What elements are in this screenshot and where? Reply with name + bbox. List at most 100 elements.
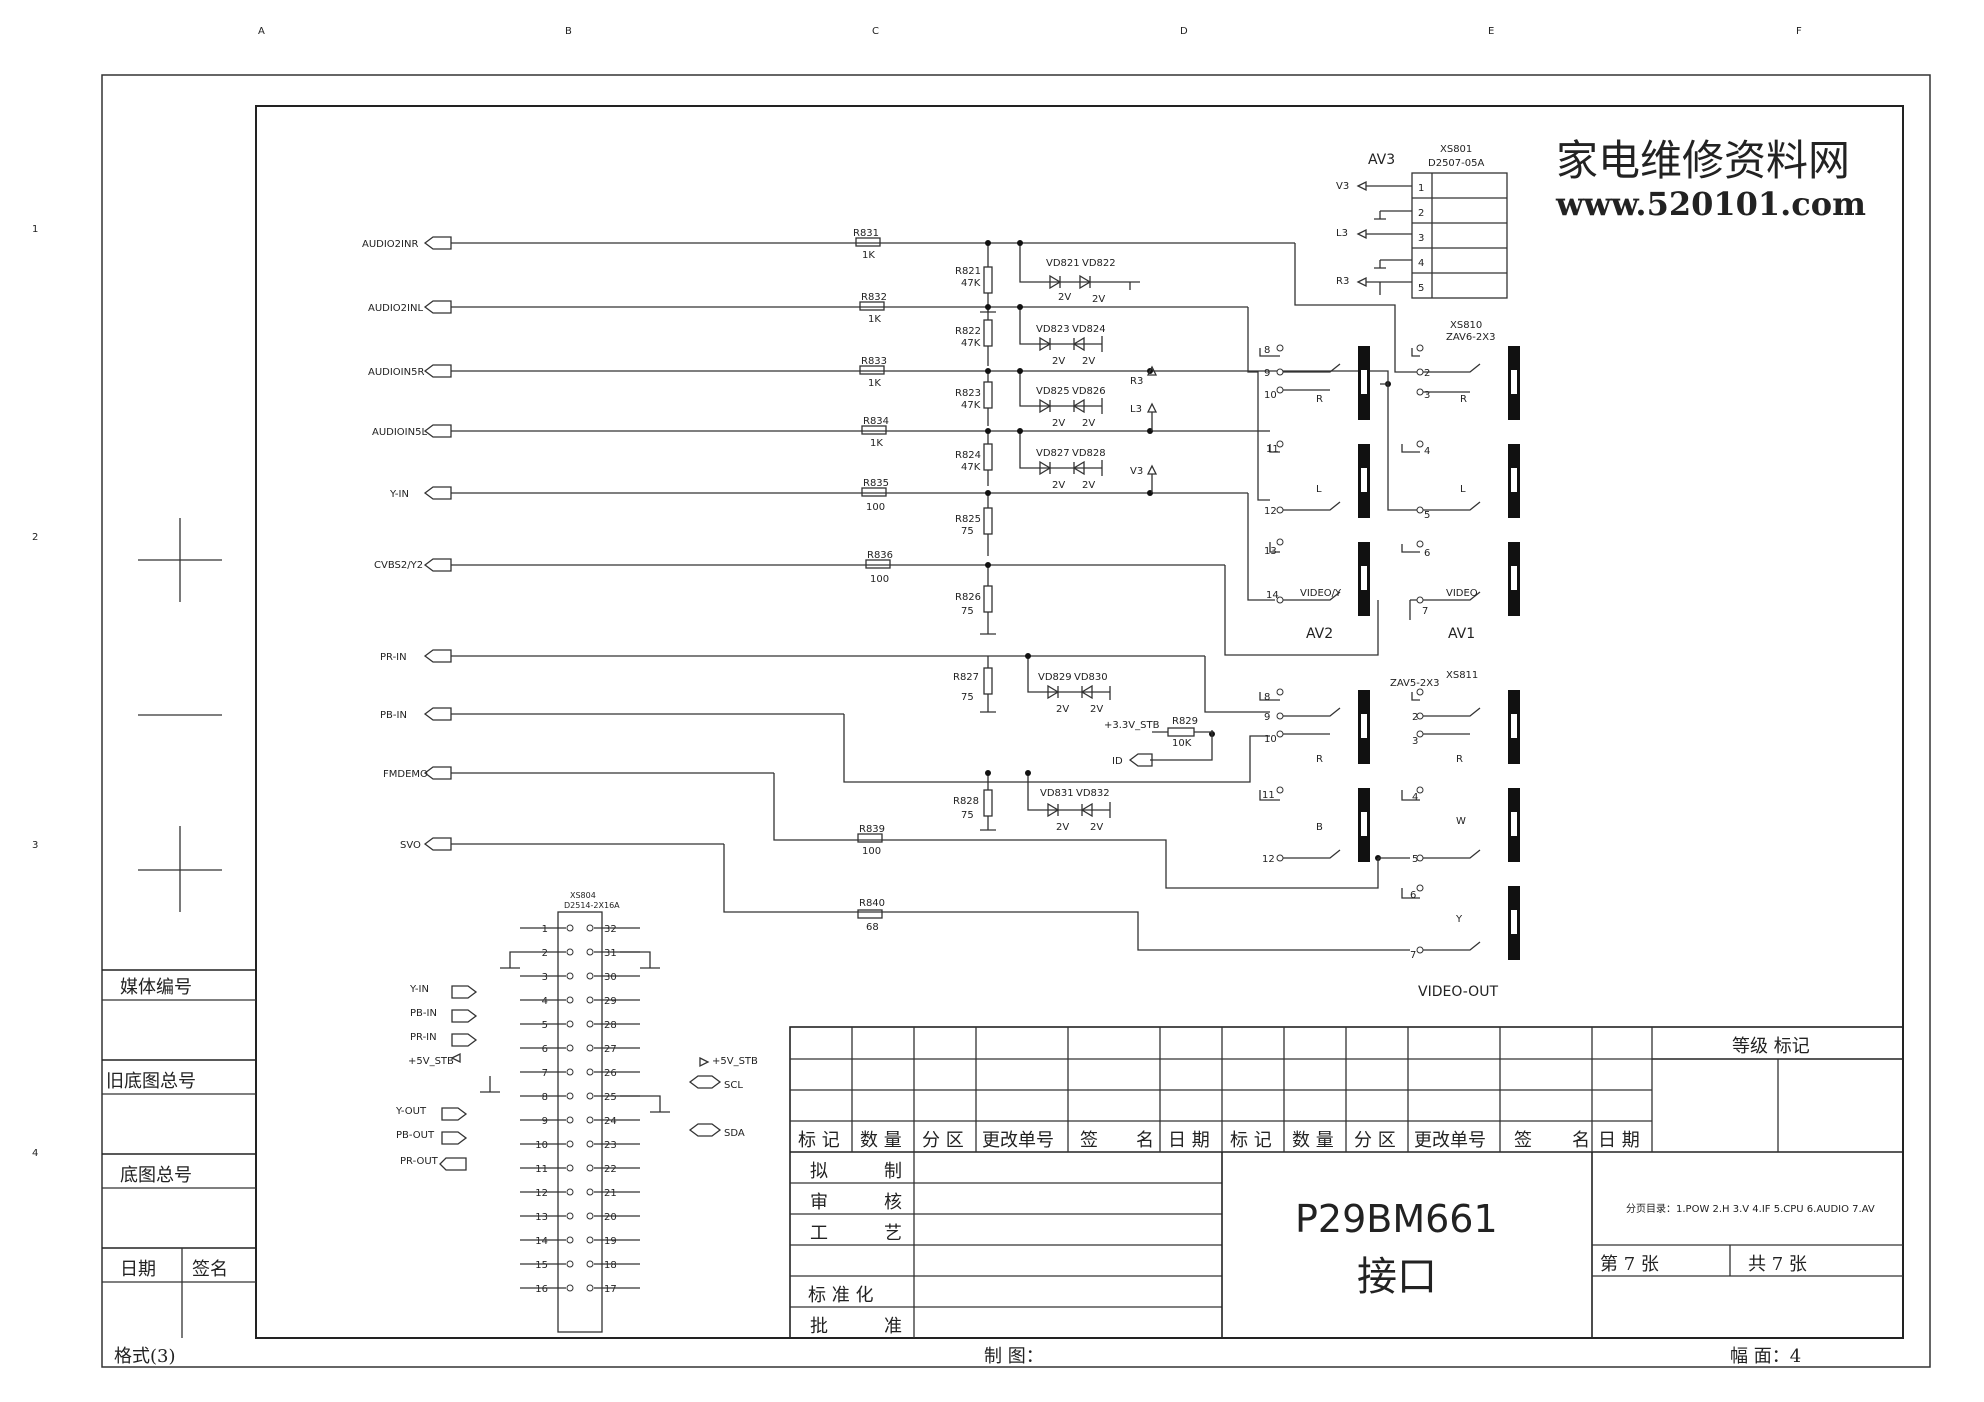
xs804-pin: [586, 1068, 594, 1076]
component-out-right: ZAV5-2X3 XS811 2 3 R 4 5 W 6 7 Y VIDEO-O…: [1390, 670, 1520, 1000]
svg-text:2V: 2V: [1082, 356, 1095, 367]
inner-border: [255, 105, 1904, 1339]
format-label: 格式(3): [114, 1346, 176, 1367]
svg-text:CVBS2/Y2: CVBS2/Y2: [374, 560, 423, 571]
svg-text:R: R: [1316, 754, 1323, 765]
routing-wires: [723, 243, 1420, 951]
svg-text:数 量: 数 量: [1292, 1130, 1334, 1151]
xs804-pin: [566, 1116, 574, 1124]
xs804-pin: [566, 924, 574, 932]
svg-text:7: 7: [542, 1068, 548, 1079]
svg-text:PR-OUT: PR-OUT: [400, 1156, 439, 1167]
svg-text:68: 68: [866, 922, 879, 933]
r835: R835: [863, 478, 889, 489]
svg-text:25: 25: [604, 1092, 617, 1103]
svg-text:9: 9: [1264, 368, 1270, 379]
svg-text:14: 14: [1266, 590, 1279, 601]
svg-text:20: 20: [604, 1212, 617, 1223]
xs804-pin: [586, 1044, 594, 1052]
total-sheets: 共 7 张: [1748, 1254, 1807, 1275]
port-audio2inr: AUDIO2INR: [362, 236, 1295, 250]
xs804-pin: [586, 1260, 594, 1268]
svg-text:3: 3: [1412, 736, 1418, 747]
xs804-pin: [566, 1284, 574, 1292]
svg-text:R3: R3: [1336, 276, 1349, 287]
svg-text:9: 9: [542, 1116, 548, 1127]
xs804-pin: [566, 1044, 574, 1052]
svg-text:22: 22: [604, 1164, 617, 1175]
svg-text:SVO: SVO: [400, 840, 421, 851]
svg-text:1K: 1K: [870, 438, 883, 449]
svg-text:2V: 2V: [1090, 704, 1103, 715]
xs804-pin: [586, 1140, 594, 1148]
svg-text:VIDEO: VIDEO: [1446, 588, 1478, 599]
svg-text:批: 批: [810, 1316, 828, 1337]
left-strip: 媒体编号 旧底图总号 底图总号 日期 签名 格式(3): [102, 518, 256, 1367]
r828: R828: [953, 796, 979, 807]
svg-text:AUDIOIN5L: AUDIOIN5L: [372, 427, 427, 438]
col-letter: C: [872, 26, 879, 37]
svg-text:更改单号: 更改单号: [1414, 1130, 1486, 1151]
svg-text:艺: 艺: [884, 1223, 902, 1244]
xs810-part: ZAV6-2X3: [1446, 332, 1495, 343]
svg-text:4: 4: [1418, 258, 1424, 269]
svg-text:PR-IN: PR-IN: [410, 1032, 437, 1043]
av2-label: AV2: [1306, 626, 1333, 642]
port-cvbs2: CVBS2/Y2: [374, 558, 1225, 572]
watermark-title: 家电维修资料网: [1556, 136, 1850, 185]
junction-dots: [985, 240, 1391, 861]
row-number: 4: [32, 1148, 38, 1159]
svg-text:SCL: SCL: [724, 1080, 743, 1091]
svg-text:7: 7: [1410, 950, 1416, 961]
svg-text:75: 75: [961, 526, 974, 537]
svg-text:2V: 2V: [1052, 418, 1065, 429]
svg-text:1K: 1K: [868, 314, 881, 325]
svg-text:2V: 2V: [1082, 418, 1095, 429]
svg-text:V3: V3: [1336, 181, 1349, 192]
svg-text:8: 8: [542, 1092, 548, 1103]
svg-text:Y-IN: Y-IN: [409, 984, 429, 995]
xs804-pin: [586, 924, 594, 932]
xs804-pin: [566, 1020, 574, 1028]
sign-label: 签名: [192, 1259, 228, 1280]
svg-text:Y-OUT: Y-OUT: [395, 1106, 427, 1117]
base-total-label: 底图总号: [120, 1165, 192, 1186]
input-ports: AUDIO2INR AUDIO2INL AUDIOIN5R AUDIOIN5L …: [362, 236, 1295, 851]
r3-label: R3: [1130, 376, 1143, 387]
svg-text:L: L: [1316, 484, 1322, 495]
svg-text:47K: 47K: [961, 400, 981, 411]
svg-text:核: 核: [884, 1192, 902, 1213]
r827: R827: [953, 672, 979, 683]
svg-text:标 记: 标 记: [1230, 1130, 1272, 1151]
svg-text:+5V_STB: +5V_STB: [712, 1056, 758, 1067]
stb33-label: +3.3V_STB: [1104, 720, 1160, 731]
svg-text:VD822: VD822: [1082, 258, 1116, 269]
av3-branch-labels: R3 L3 V3: [1130, 365, 1158, 493]
svg-text:4: 4: [1412, 792, 1418, 803]
svg-text:VD821: VD821: [1046, 258, 1080, 269]
xs804-pin: [586, 996, 594, 1004]
xs801-part: D2507-05A: [1428, 158, 1484, 169]
id-label: ID: [1112, 756, 1123, 767]
svg-text:10: 10: [1264, 734, 1277, 745]
svg-text:29: 29: [604, 996, 617, 1007]
svg-text:11: 11: [1262, 790, 1275, 801]
svg-text:PR-IN: PR-IN: [380, 652, 407, 663]
sheet-size: 幅 面：4: [1730, 1346, 1801, 1367]
svg-text:100: 100: [862, 846, 881, 857]
svg-text:VD828: VD828: [1072, 448, 1106, 459]
port-pb-in: PB-IN: [380, 707, 844, 721]
xs804-pin: [586, 1020, 594, 1028]
xs804-part: D2514-2X16A: [564, 901, 620, 910]
drawn-by: 制 图：: [984, 1346, 1044, 1367]
xs804-left-pin-numbers: 1 2 3 4 5 6 7 8 9 10 11 12 13 14 15 16: [535, 924, 548, 1295]
av1-jacks: XS810 ZAV6-2X3 2 3 R 4 5 L 6 7 VIDEO AV1: [1401, 320, 1520, 642]
xs804-pin: [586, 1164, 594, 1172]
media-number-label: 媒体编号: [120, 977, 192, 998]
port-audio2inl: AUDIO2INL: [368, 300, 1248, 314]
